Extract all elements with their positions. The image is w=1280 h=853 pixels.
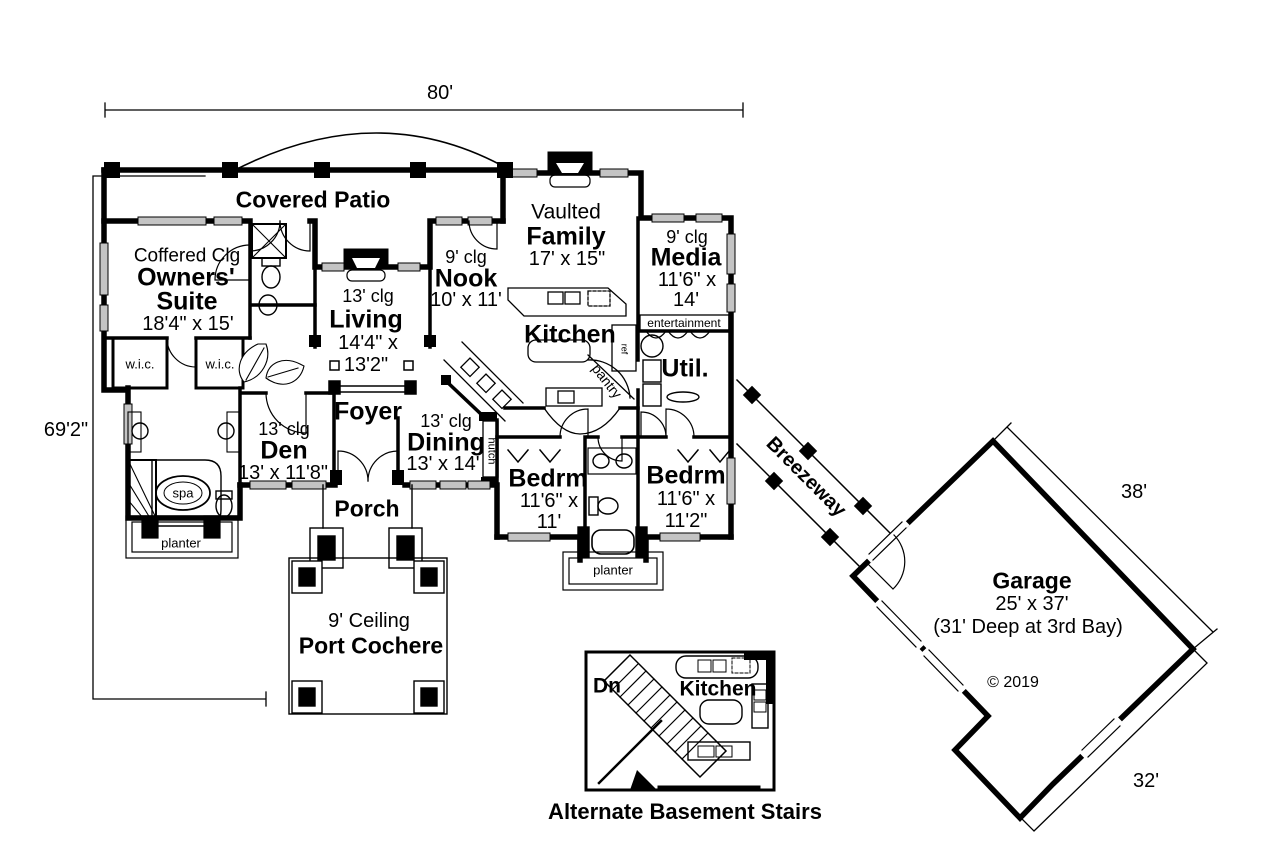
bedroom-right-size-1: 11'6" x [656, 488, 716, 510]
breezeway-lines [735, 378, 896, 570]
garage-name: Garage [992, 567, 1072, 594]
util-name: Util. [661, 354, 709, 383]
garage-entry-door [865, 534, 906, 590]
planter-left-label: planter [161, 535, 201, 551]
foyer-name: Foyer [333, 397, 403, 426]
living-size-1: 14'4" x [338, 332, 398, 354]
nook-name: Nook [434, 264, 498, 293]
foyer-steps [328, 360, 417, 395]
inset-caption: Alternate Basement Stairs [548, 799, 822, 824]
patio-pillars [104, 162, 513, 178]
ref-label: ref [619, 343, 630, 355]
dimension-lines [92, 102, 1218, 832]
hall-bath-fixtures [577, 447, 648, 558]
room-covered-patio: Covered Patio [235, 186, 391, 213]
bedroom-left-name: Bedrm [508, 464, 588, 493]
fireplace-family [547, 151, 593, 188]
fireplace-living [343, 248, 389, 282]
patio-arch [233, 132, 512, 172]
nook-size: 10' x 11' [430, 289, 502, 311]
planter-middle-box [562, 551, 664, 591]
planter-left-box [125, 515, 239, 559]
util-fixtures [640, 334, 700, 407]
owners-suite-ceiling: Coffered Clg [133, 245, 241, 267]
inset-kitchen-fixtures [657, 652, 774, 791]
inset-kitchen-label: Kitchen [679, 677, 757, 701]
dining-ceiling: 13' clg [420, 411, 472, 431]
porch-name: Porch [334, 495, 400, 522]
den-size: 13' x 11'8" [238, 462, 328, 484]
media-size-1: 11'6" x [657, 269, 717, 291]
garage-doors [865, 519, 1123, 759]
kitchen-name: Kitchen [524, 320, 616, 349]
inset-dn-label: Dn [593, 674, 621, 698]
hutch-strip [482, 420, 499, 478]
wic-left-label: w.i.c. [125, 356, 155, 372]
dining-size: 13' x 14' [406, 453, 480, 475]
garage-note: (31' Deep at 3rd Bay) [933, 616, 1123, 638]
media-name: Media [650, 243, 722, 272]
owners-suite-name-2: Suite [156, 287, 218, 316]
garage-size: 25' x 37' [995, 593, 1069, 615]
owners-suite-size: 18'4" x 15' [142, 313, 234, 335]
hutch-label: hutch [485, 437, 498, 465]
garage-outline [849, 437, 1197, 822]
dim-garage-upper: 38' [1120, 481, 1148, 503]
bedroom-left-size-1: 11'6" x [519, 490, 579, 512]
living-ceiling: 13' clg [342, 286, 394, 306]
family-size: 17' x 15" [528, 248, 606, 270]
door-arcs [166, 220, 695, 482]
dining-name: Dining [407, 428, 485, 457]
owners-suite-name-1: Owners' [137, 263, 235, 292]
dim-overall-left: 69'2" [43, 419, 89, 441]
den-name: Den [260, 436, 308, 465]
inset-box [584, 650, 776, 792]
master-bath-fixtures [127, 223, 287, 527]
media-ceiling: 9' clg [666, 227, 708, 247]
porch-port-cochere [288, 484, 448, 715]
kitchen-fixtures [443, 287, 637, 435]
bedroom-right-name: Bedrm [646, 461, 726, 490]
den-ceiling: 13' clg [258, 419, 310, 439]
media-entertainment: entertainment [647, 316, 721, 330]
basement-stairs [597, 653, 728, 790]
bedroom-right-size-2: 11'2" [664, 510, 708, 532]
media-size-2: 14' [672, 289, 700, 311]
bedroom-left-size-2: 11' [536, 511, 562, 533]
port-cochere-name: Port Cochere [298, 632, 444, 659]
wic-right-label: w.i.c. [205, 356, 235, 372]
nook-ceiling: 9' clg [445, 247, 487, 267]
spa-label: spa [172, 485, 194, 501]
family-ceiling: Vaulted [531, 200, 601, 224]
port-cochere-ceiling: 9' Ceiling [328, 610, 410, 632]
planter-mid-label: planter [593, 562, 633, 578]
living-size-2: 13'2" [343, 354, 389, 376]
copyright-label: © 2019 [987, 674, 1039, 691]
family-name: Family [526, 222, 606, 251]
bedroom-chevrons [506, 448, 732, 464]
dim-overall-width: 80' [426, 82, 454, 104]
dim-garage-lower: 32' [1132, 770, 1160, 792]
living-name: Living [329, 305, 403, 334]
plant-decor [238, 343, 305, 385]
media-fixtures [639, 314, 730, 339]
